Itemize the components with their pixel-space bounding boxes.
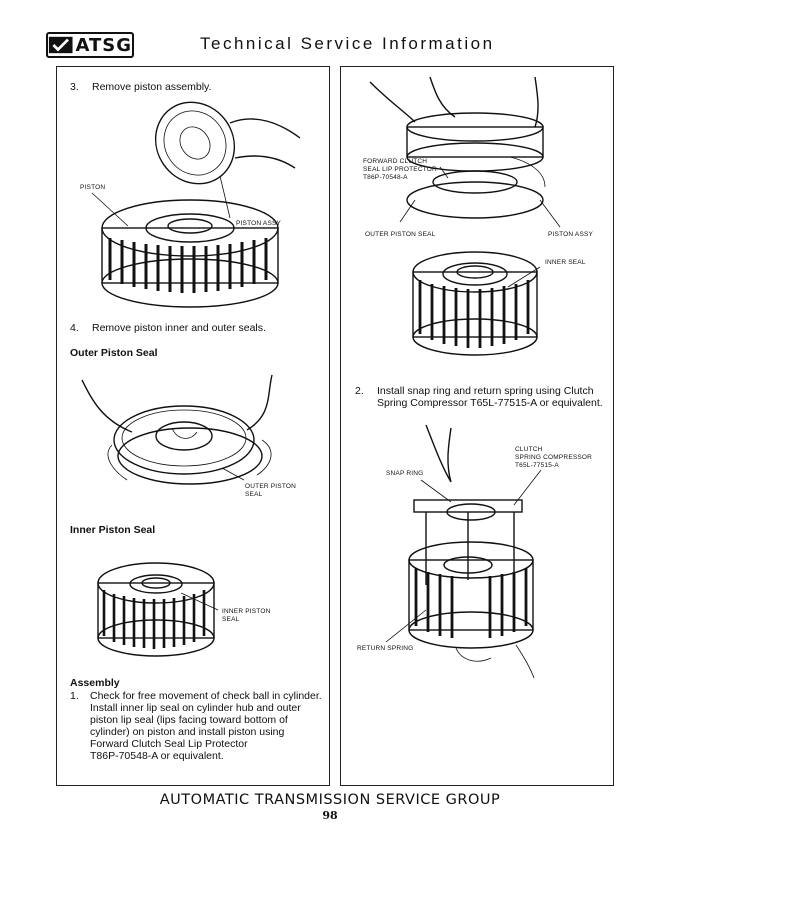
step-3-number: 3. [70, 81, 79, 93]
piston-removal-illustration [91, 101, 301, 308]
label-outer-piston-seal: OUTER PISTON SEAL [365, 231, 436, 238]
label-return-spring: RETURN SPRING [357, 645, 414, 652]
step-2-number: 2. [355, 385, 364, 397]
step-1-line-1: Check for free movement of check ball in… [90, 690, 322, 702]
label-compressor-line3: T65L-77515-A [515, 462, 559, 469]
step-1-line-3: piston lip seal (lips facing toward bott… [90, 714, 288, 726]
step-1-number: 1. [70, 690, 79, 702]
piston-install-illustration [369, 76, 561, 356]
step-4-number: 4. [70, 322, 79, 334]
page-number: 98 [322, 809, 338, 822]
spring-compressor-illustration [385, 424, 542, 679]
atsg-logo: ATSG [46, 32, 134, 58]
label-piston-assy-right: PISTON ASSY [548, 231, 594, 238]
step-1-line-5: Forward Clutch Seal Lip Protector [90, 738, 248, 750]
label-protector-line1: FORWARD CLUTCH [363, 158, 428, 165]
outer-seal-removal-illustration [81, 374, 273, 485]
label-piston: PISTON [80, 184, 106, 191]
checkmark-icon [48, 36, 73, 54]
step-3-text: Remove piston assembly. [92, 81, 212, 93]
right-column-frame [340, 66, 614, 786]
label-compressor-line2: SPRING COMPRESSOR [515, 454, 593, 461]
step-1-line-6: T86P-70548-A or equivalent. [90, 750, 224, 762]
label-outer-piston-seal-line2: SEAL [245, 491, 263, 498]
logo-text: ATSG [75, 34, 132, 56]
label-protector-line2: SEAL LIP PROTECTOR [363, 166, 437, 173]
label-inner-piston-seal-line1: INNER PISTON [222, 608, 271, 615]
label-protector-line3: T86P-70548-A [363, 174, 408, 181]
label-piston-assy: PISTON ASSY [236, 220, 282, 227]
step-4-text: Remove piston inner and outer seals. [92, 322, 266, 334]
page-header-title: Technical Service Information [200, 34, 495, 53]
outer-piston-seal-heading: Outer Piston Seal [70, 347, 158, 359]
label-inner-piston-seal-line2: SEAL [222, 616, 240, 623]
step-2-line-2: Spring Compressor T65L-77515-A or equiva… [377, 397, 603, 409]
label-inner-seal: INNER SEAL [545, 259, 586, 266]
label-compressor-line1: CLUTCH [515, 446, 543, 453]
footer-organization: AUTOMATIC TRANSMISSION SERVICE GROUP [159, 792, 501, 808]
inner-seal-removal-illustration [97, 562, 219, 657]
assembly-heading: Assembly [70, 677, 120, 689]
inner-piston-seal-heading: Inner Piston Seal [70, 524, 156, 536]
step-2-line-1: Install snap ring and return spring usin… [377, 385, 594, 397]
left-column-frame [56, 66, 330, 786]
label-outer-piston-seal-line1: OUTER PISTON [245, 483, 297, 490]
step-1-line-4: cylinder) on piston and install piston u… [90, 726, 285, 738]
label-snap-ring: SNAP RING [386, 470, 424, 477]
step-1-line-2: Install inner lip seal on cylinder hub a… [90, 702, 301, 714]
